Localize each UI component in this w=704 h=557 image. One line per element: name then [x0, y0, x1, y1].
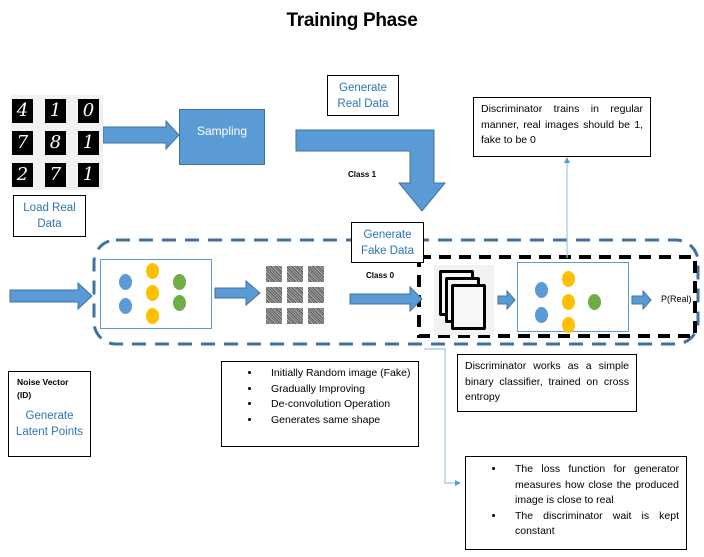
generate-fake-line1: Generate [363, 229, 412, 241]
load-real-data-line2: Data [37, 218, 62, 230]
generator-note-item: Gradually Improving [261, 382, 411, 398]
class0-label: Class 0 [366, 271, 395, 280]
generator-hidden-node [146, 263, 159, 279]
digit-image: 7 [12, 131, 33, 155]
diagram-title: Training Phase [286, 10, 418, 31]
arrow-class0 [349, 285, 423, 313]
generate-real-line1: Generate [339, 82, 387, 94]
generate-real-data-box: Generate Real Data [327, 75, 399, 116]
loss-notes-box: The loss function for generator measures… [465, 456, 687, 550]
discriminator-input-node [535, 282, 548, 298]
arrow-generator-to-fake [214, 279, 261, 307]
fake-image [287, 287, 303, 303]
digit-image: 1 [78, 163, 99, 187]
loss-notes-list: The loss function for generator measures… [473, 462, 679, 540]
digit-image: 1 [78, 131, 99, 155]
generator-note-item: Generates same shape [261, 413, 411, 429]
digit-image: 8 [45, 131, 66, 155]
generate-latent-points-label: Generate Latent Points [9, 408, 90, 440]
loss-note-item: The loss function for generator measures… [505, 462, 679, 509]
class1-label: Class 1 [348, 170, 377, 179]
discriminator-network [517, 262, 629, 333]
digit-image: 2 [12, 163, 33, 187]
output-probability-label: P(Real) [661, 294, 692, 304]
fake-image [266, 266, 282, 282]
fake-image [287, 266, 303, 282]
digit-image: 7 [45, 163, 66, 187]
generator-network [100, 259, 212, 329]
arrow-noise-to-generator [9, 281, 93, 311]
connector-arrowhead-right [455, 480, 461, 486]
sampling-box: Sampling [179, 109, 265, 165]
loss-note-item: The discriminator wait is kept constant [505, 509, 679, 540]
generator-output-node [173, 295, 186, 311]
discriminator-hidden-node [562, 271, 575, 287]
stack-page [451, 284, 486, 330]
image-stack-icon [434, 265, 494, 335]
generator-hidden-node [146, 308, 159, 324]
latent-line2: Latent Points [15, 426, 84, 438]
fake-images-grid [266, 266, 324, 324]
generate-real-line2: Real Data [337, 98, 389, 110]
fake-image [266, 287, 282, 303]
connector-arrowhead-up [564, 157, 570, 163]
fake-image [266, 308, 282, 324]
fake-image [287, 308, 303, 324]
discriminator-hidden-node [562, 294, 575, 310]
discriminator-trains-note: Discriminator trains in regular manner, … [473, 97, 651, 157]
digit-image: 1 [45, 99, 66, 123]
generator-input-node [119, 298, 132, 314]
fake-image [308, 266, 324, 282]
arrow-stack-to-nn [497, 289, 516, 311]
arrow-to-sampling [102, 119, 180, 151]
discriminator-hidden-node [562, 317, 575, 333]
generator-output-node [173, 274, 186, 290]
generator-notes-list: Initially Random image (Fake) Gradually … [229, 366, 411, 428]
fake-image [308, 287, 324, 303]
discriminator-input-node [535, 307, 548, 323]
noise-vector-heading: Noise Vector (ID) [9, 372, 90, 402]
generator-notes-box: Initially Random image (Fake) Gradually … [221, 361, 419, 447]
generate-fake-data-box: Generate Fake Data [351, 222, 424, 263]
load-real-data-line1: Load Real [23, 202, 76, 214]
noise-vector-box: Noise Vector (ID) Generate Latent Points [8, 371, 91, 457]
digit-image: 0 [78, 99, 99, 123]
generate-fake-line2: Fake Data [360, 245, 415, 257]
discriminator-output-node [588, 294, 601, 310]
noise-vector-heading-line2: (ID) [17, 390, 32, 400]
real-images-grid: 4 1 0 7 8 1 2 7 1 [11, 95, 103, 190]
discriminator-works-note: Discriminator works as a simple binary c… [457, 354, 637, 412]
generator-input-node [119, 274, 132, 290]
generator-hidden-node [146, 285, 159, 301]
noise-vector-heading-line1: Noise Vector [17, 377, 69, 387]
generator-note-item: De-convolution Operation [261, 397, 411, 413]
fake-image [308, 308, 324, 324]
digit-image: 4 [12, 99, 33, 123]
load-real-data-box: Load Real Data [13, 195, 86, 237]
connector-to-loss-note [424, 348, 456, 484]
latent-line1: Generate [25, 410, 74, 422]
arrow-class1 [295, 129, 447, 212]
generator-note-item: Initially Random image (Fake) [261, 366, 411, 382]
arrow-to-output [631, 289, 652, 311]
